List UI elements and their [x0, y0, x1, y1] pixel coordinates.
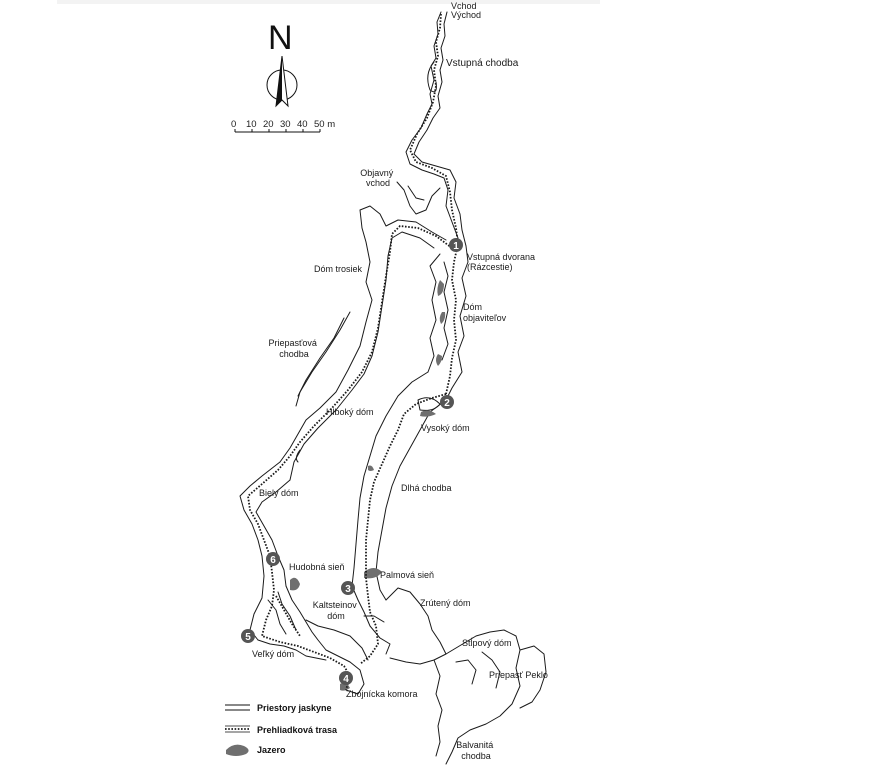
- tour-route: [247, 13, 459, 691]
- svg-text:3: 3: [345, 584, 351, 595]
- stop-6-marker: 6: [266, 552, 280, 566]
- scale-tick-0: 0: [231, 119, 236, 130]
- label-balvanita-chodba: Balvanitá chodba: [456, 740, 496, 761]
- scale-tick-10: 10: [246, 119, 257, 130]
- legend-lake: Jazero: [226, 744, 286, 756]
- svg-text:5: 5: [245, 632, 251, 643]
- north-arrow: N: [266, 19, 298, 108]
- label-vstupna-chodba: Vstupná chodba: [446, 58, 519, 69]
- scale-tick-40: 40: [297, 119, 308, 130]
- north-arrow-fill-icon: [276, 56, 282, 106]
- top-strip: [57, 0, 600, 4]
- lakes: [290, 280, 446, 691]
- lake-icon: [420, 410, 436, 417]
- label-dom-trosiek: Dóm trosiek: [314, 264, 363, 274]
- legend-cave-spaces-label: Priestory jaskyne: [257, 703, 332, 713]
- label-velky-dom: Veľký dóm: [252, 649, 294, 659]
- lake-icon: [364, 568, 382, 579]
- lake-symbol-icon: [226, 744, 249, 756]
- lake-icon: [436, 354, 442, 366]
- label-kaltsteinov-dom: Kaltsteinov dóm: [313, 600, 360, 621]
- route-rail-symbol-icon: [225, 725, 250, 733]
- label-zruteny-dom: Zrútený dóm: [420, 598, 471, 608]
- stop-1-marker: 1: [449, 238, 463, 252]
- svg-text:2: 2: [444, 398, 450, 409]
- label-vstupna-dvorana: Vstupná dvorana (Rázcestie): [467, 252, 538, 272]
- legend-tour-route-label: Prehliadková trasa: [257, 725, 338, 735]
- lake-icon: [437, 280, 444, 296]
- label-stlpovy-dom: Stĺpový dóm: [462, 637, 512, 648]
- label-vchod: Vchod Východ: [451, 1, 481, 20]
- scale-tick-30: 30: [280, 119, 291, 130]
- legend: Priestory jaskyne Prehliadková trasa Jaz…: [225, 703, 338, 756]
- legend-tour-route: Prehliadková trasa: [225, 725, 338, 735]
- label-hlboky-dom: Hlboký dóm: [326, 407, 374, 417]
- scale-tick-50: 50 m: [314, 119, 335, 130]
- stop-3-marker: 3: [341, 581, 355, 595]
- cave-wall-symbol-icon: [225, 704, 250, 711]
- label-zbojnicka-komora: Zbojnícka komora: [346, 689, 418, 699]
- lake-icon: [290, 577, 300, 591]
- north-letter: N: [268, 19, 293, 57]
- lake-icon: [368, 465, 374, 471]
- label-vysoky-dom: Vysoký dóm: [421, 423, 470, 433]
- svg-text:1: 1: [453, 241, 459, 252]
- label-priepastova-chodba: Priepasťová chodba: [269, 338, 320, 359]
- stop-5-marker: 5: [241, 629, 255, 643]
- stop-2-marker: 2: [440, 395, 454, 409]
- svg-text:4: 4: [343, 674, 349, 685]
- label-hudobna-sien: Hudobná sieň: [289, 562, 345, 572]
- scale-tick-20: 20: [263, 119, 274, 130]
- legend-cave-spaces: Priestory jaskyne: [225, 703, 332, 713]
- svg-text:6: 6: [270, 555, 276, 566]
- lake-icon: [439, 312, 446, 324]
- stop-4-marker: 4: [339, 671, 353, 685]
- label-objavny-vchod: Objavný vchod: [360, 168, 396, 188]
- place-labels: Vchod Východ Vstupná chodba Objavný vcho…: [252, 1, 548, 761]
- cave-walls: [239, 11, 547, 765]
- legend-lake-label: Jazero: [257, 745, 286, 755]
- scale-bar: 0 10 20 30 40 50 m: [231, 119, 335, 133]
- label-palmova-sien: Palmová sieň: [380, 570, 434, 580]
- label-dom-objavitelov: Dóm objaviteľov: [463, 302, 507, 323]
- label-dlha-chodba: Dlhá chodba: [401, 483, 452, 493]
- label-biely-dom: Biely dóm: [259, 488, 299, 498]
- tour-stops: 1 2 3 4 5 6: [241, 238, 463, 685]
- label-priepast-peklo: Priepasť Peklo: [489, 670, 548, 680]
